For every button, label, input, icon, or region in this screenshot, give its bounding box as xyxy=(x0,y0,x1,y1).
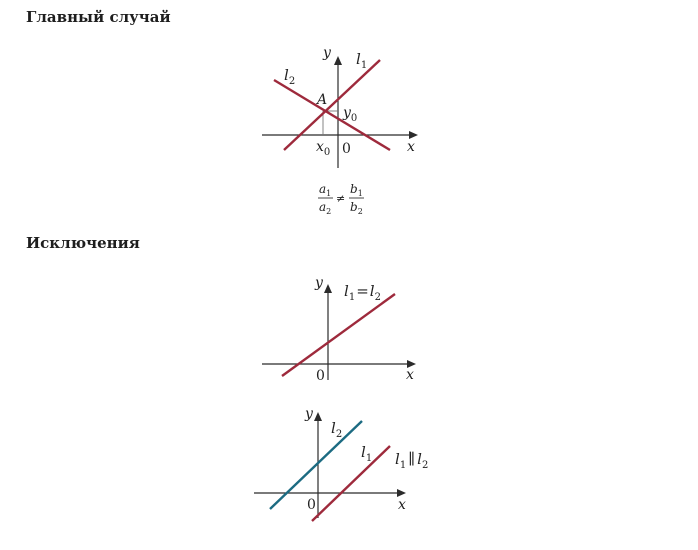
y-axis-label: y xyxy=(314,275,324,291)
x-axis-arrow-icon xyxy=(407,360,416,368)
formula-b1: b1 xyxy=(350,182,363,198)
parallel-lines-diagram: y x 0 l2 l1 l1∥l2 xyxy=(254,406,428,522)
label-x0: x0 xyxy=(316,139,330,158)
origin-label: 0 xyxy=(316,368,325,384)
formula-a2: a2 xyxy=(319,200,331,216)
y-axis-arrow-icon xyxy=(324,284,332,293)
intersecting-lines-diagram: y x 0 l1 l2 A y0 x0 a1 a2 ≠ b1 b2 xyxy=(262,45,418,216)
formula-b2: b2 xyxy=(350,200,363,216)
y-axis-label: y xyxy=(322,45,332,61)
formula-condition: a1 a2 ≠ b1 b2 xyxy=(318,182,364,216)
heading-exceptions: Исключения xyxy=(26,234,140,252)
formula-a1: a1 xyxy=(319,182,331,198)
origin-label: 0 xyxy=(307,497,316,513)
line-l2 xyxy=(273,78,391,152)
line-l2-teal xyxy=(269,420,363,510)
label-l2: l2 xyxy=(331,419,342,440)
point-a-label: A xyxy=(315,92,327,108)
label-l1-eq-l2: l1=l2 xyxy=(344,282,381,303)
origin-label: 0 xyxy=(342,141,351,157)
formula-neq: ≠ xyxy=(336,192,345,205)
heading-main-case: Главный случай xyxy=(26,8,171,26)
y-axis-arrow-icon xyxy=(334,56,342,65)
x-axis-arrow-icon xyxy=(409,131,418,139)
coincident-lines-diagram: y x 0 l1=l2 xyxy=(262,275,416,384)
y-axis-label: y xyxy=(304,406,314,422)
label-l1-parallel-l2: l1∥l2 xyxy=(395,450,428,471)
label-y0: y0 xyxy=(342,105,357,124)
y-axis-arrow-icon xyxy=(314,412,322,421)
x-axis-label: x xyxy=(398,497,406,513)
x-axis-label: x xyxy=(406,367,414,383)
line-l1-l2 xyxy=(281,293,396,377)
label-l1: l1 xyxy=(356,50,367,71)
line-l1 xyxy=(283,59,381,151)
line-l1-red xyxy=(311,445,391,522)
label-l2: l2 xyxy=(284,66,295,87)
label-l1: l1 xyxy=(361,443,372,464)
x-axis-label: x xyxy=(407,139,415,155)
x-axis-arrow-icon xyxy=(397,489,406,497)
